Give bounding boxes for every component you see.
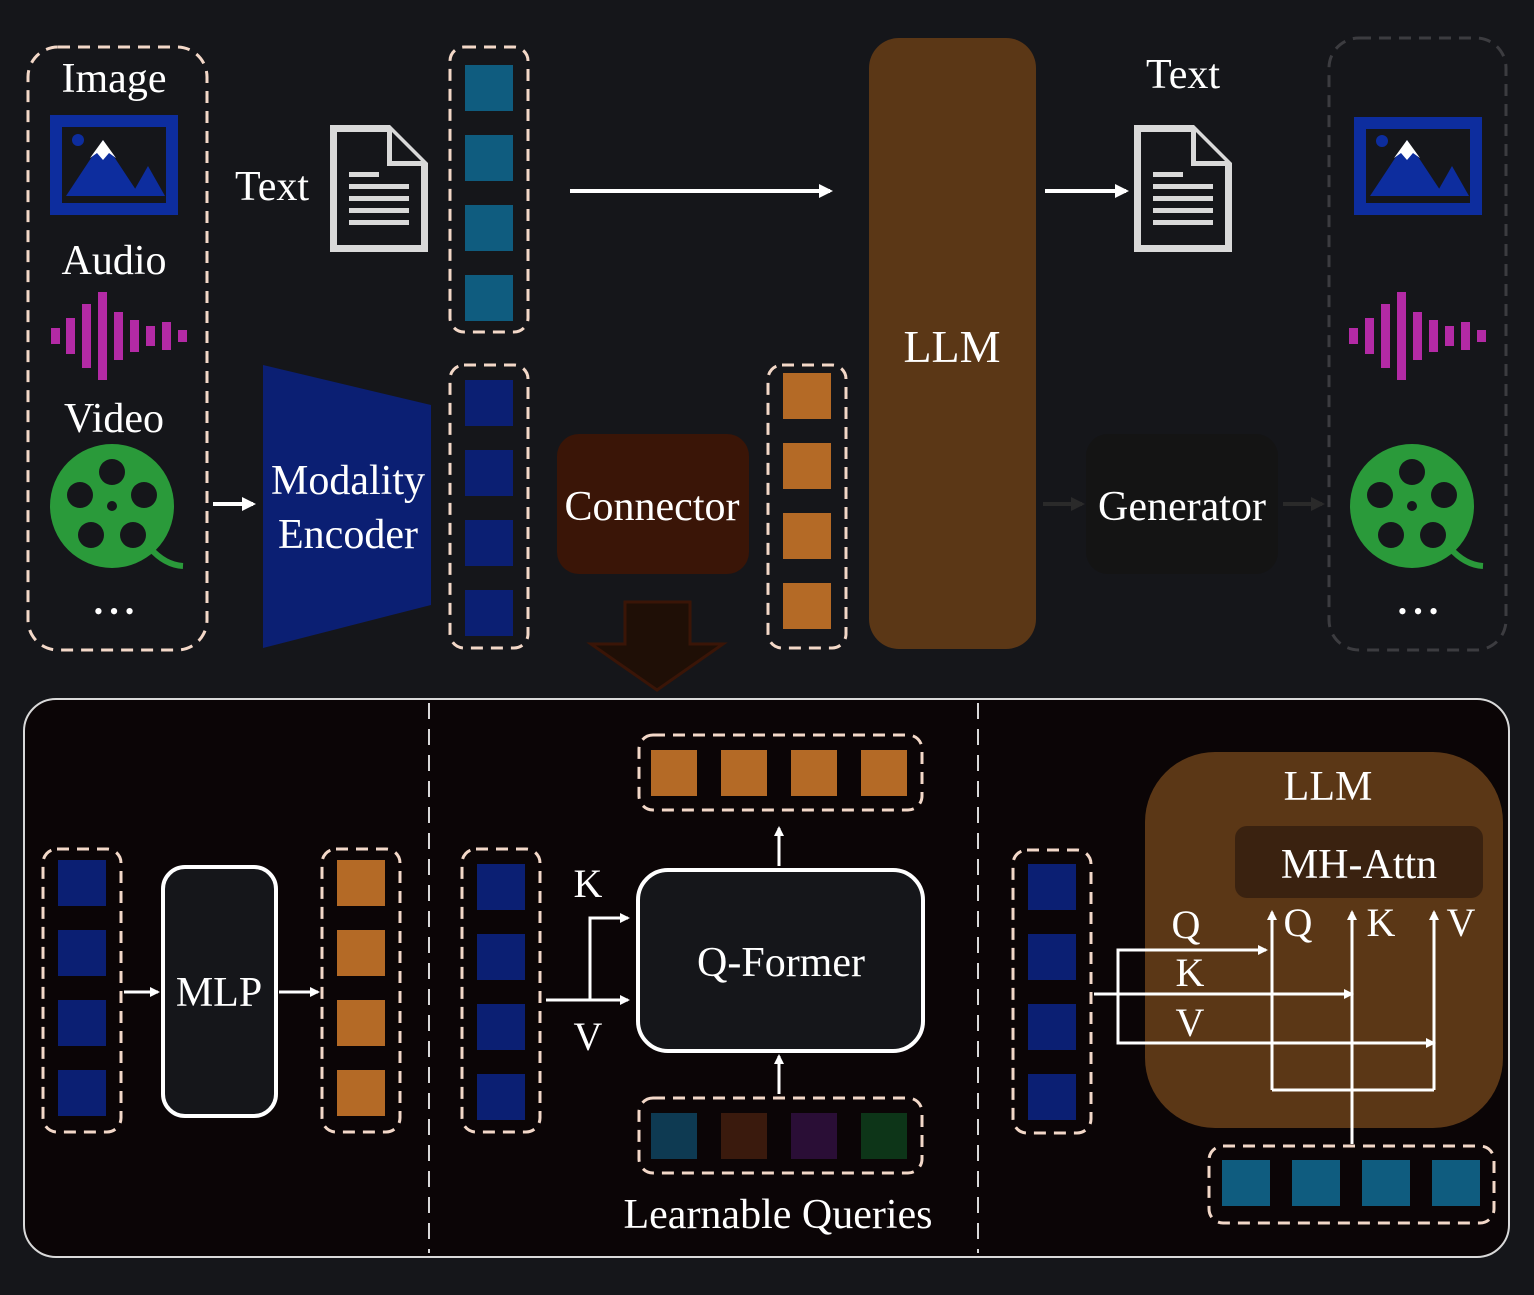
mh-attn-block — [1235, 826, 1483, 898]
aligned-token — [861, 750, 907, 796]
modality-token — [58, 860, 106, 906]
modality-token — [477, 864, 525, 910]
mlp-label: MLP — [176, 970, 262, 1016]
k-out-label: K — [1367, 900, 1396, 945]
modality-token — [465, 450, 513, 496]
qformer-k-label: K — [574, 861, 603, 906]
output-image-icon — [1354, 117, 1482, 215]
q-out-label: Q — [1284, 900, 1313, 945]
video-label: Video — [64, 396, 164, 442]
modality-token — [465, 520, 513, 566]
aligned-token — [337, 1070, 385, 1116]
output-document-icon — [1134, 125, 1232, 252]
qformer-output-tokens — [637, 733, 924, 812]
film-reel-icon — [50, 444, 184, 569]
aligned-token — [337, 1000, 385, 1046]
image-icon — [50, 115, 178, 215]
text-token — [1222, 1160, 1270, 1206]
aligned-token — [337, 930, 385, 976]
modality-token — [465, 380, 513, 426]
modality-token — [58, 1000, 106, 1046]
llm-block — [869, 38, 1036, 649]
query-token — [651, 1113, 697, 1159]
v-in-label: V — [1176, 1000, 1205, 1045]
connector-expand-arrow — [586, 600, 728, 692]
modality-token — [477, 1074, 525, 1120]
audio-waveform-icon — [51, 292, 187, 380]
query-token — [861, 1113, 907, 1159]
cross-attn-llm-label: LLM — [1284, 764, 1373, 810]
connector-block — [557, 434, 749, 574]
modality-token — [58, 1070, 106, 1116]
mlp-output-tokens — [320, 847, 402, 1134]
aligned-token — [337, 860, 385, 906]
query-token — [721, 1113, 767, 1159]
cross-attn-input-tokens — [1011, 848, 1093, 1135]
text-token — [465, 205, 513, 251]
modality-token — [58, 930, 106, 976]
image-label: Image — [62, 56, 167, 102]
v-route — [1116, 994, 1436, 1048]
k-in-label: K — [1176, 950, 1205, 995]
text-input-label: Text — [235, 164, 309, 210]
generator-block — [1086, 434, 1278, 574]
modality-token — [1028, 1004, 1076, 1050]
text-token — [1362, 1160, 1410, 1206]
qformer-block — [636, 868, 925, 1053]
query-token — [791, 1113, 837, 1159]
text-token — [465, 65, 513, 111]
qformer-k-arrow — [588, 913, 630, 1000]
modality-token — [465, 590, 513, 636]
mlp-block — [161, 865, 278, 1118]
text-token-column — [448, 45, 530, 334]
qformer-input-tokens — [460, 847, 542, 1134]
v-out-label: V — [1447, 900, 1476, 945]
aligned-token — [783, 443, 831, 489]
modality-token — [477, 1004, 525, 1050]
text-token — [1292, 1160, 1340, 1206]
connector-label: Connector — [565, 484, 740, 530]
modality-token — [1028, 934, 1076, 980]
aligned-token — [791, 750, 837, 796]
modality-token-column — [448, 363, 530, 650]
output-modalities-box — [1327, 36, 1508, 652]
llm-label: LLM — [903, 321, 1000, 372]
aligned-token — [721, 750, 767, 796]
qformer-label: Q-Former — [697, 940, 865, 986]
mlp-input-tokens — [41, 847, 123, 1134]
text-output-label: Text — [1146, 52, 1220, 98]
encoder-label-line1: Modality — [271, 458, 425, 504]
document-icon — [330, 125, 428, 252]
q-route — [1094, 945, 1268, 996]
text-token — [465, 275, 513, 321]
text-token — [1432, 1160, 1480, 1206]
text-token — [465, 135, 513, 181]
encoder-label-line2: Encoder — [278, 512, 418, 558]
aligned-token — [783, 373, 831, 419]
generator-label: Generator — [1098, 484, 1266, 530]
learnable-query-tokens — [637, 1096, 924, 1175]
mh-attn-label: MH-Attn — [1281, 842, 1437, 888]
cross-attn-text-tokens — [1207, 1144, 1496, 1225]
modality-token — [477, 934, 525, 980]
modality-token — [1028, 1074, 1076, 1120]
audio-label: Audio — [62, 238, 167, 284]
qformer-v-label: V — [574, 1014, 603, 1059]
aligned-token — [651, 750, 697, 796]
modality-token — [1028, 864, 1076, 910]
output-ellipsis: • • • — [1398, 597, 1438, 626]
aligned-token-column — [766, 363, 848, 650]
output-audio-waveform-icon — [1349, 292, 1486, 380]
learnable-queries-label: Learnable Queries — [624, 1192, 933, 1238]
q-in-label: Q — [1172, 902, 1201, 947]
aligned-token — [783, 583, 831, 629]
output-film-reel-icon — [1350, 444, 1484, 569]
input-ellipsis: • • • — [94, 597, 134, 626]
modality-encoder — [263, 365, 431, 648]
aligned-token — [783, 513, 831, 559]
